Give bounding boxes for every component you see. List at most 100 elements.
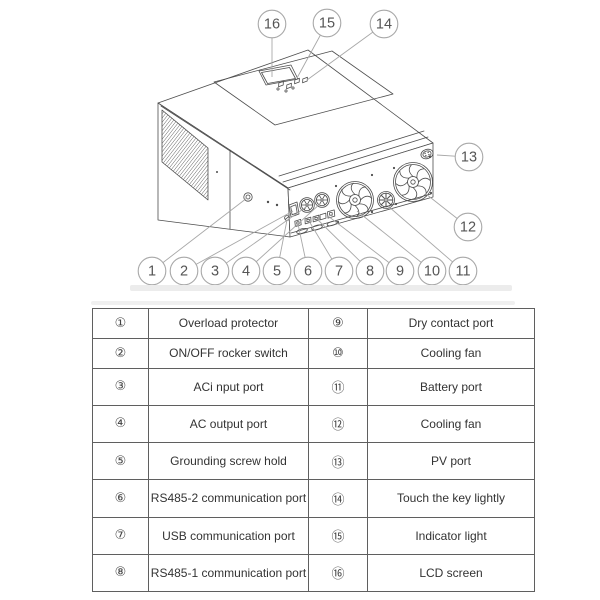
leader-line-2: [195, 210, 294, 265]
comm-ports: [294, 209, 336, 228]
legend-num-right: ⑮: [308, 516, 368, 555]
callout-16: 16: [257, 9, 287, 39]
leader-line-12: [425, 193, 458, 219]
case-screws: [216, 171, 279, 207]
svg-text:13: 13: [461, 150, 477, 166]
svg-text:10: 10: [424, 264, 440, 280]
legend-num-left: ①: [92, 308, 149, 339]
legend-num-right: ⑪: [308, 367, 368, 406]
legend-num-right: ⑫: [308, 404, 368, 444]
callout-10: 10: [417, 256, 447, 286]
callout-1: 1: [137, 256, 167, 286]
svg-text:15: 15: [319, 16, 335, 32]
legend-label-right: Cooling fan: [367, 404, 535, 444]
callout-7: 7: [324, 256, 354, 286]
leader-line-13: [436, 154, 456, 157]
legend-num-right: ⑨: [308, 308, 368, 339]
ac-input-connector: [299, 197, 315, 213]
overload-protector-knob: [243, 192, 253, 202]
leader-line-15: [296, 34, 321, 79]
callout-9: 9: [385, 256, 415, 286]
leader-line-11: [387, 205, 453, 263]
legend-label-left: AC output port: [148, 404, 309, 444]
svg-text:12: 12: [460, 220, 476, 236]
callout-8: 8: [355, 256, 385, 286]
leader-line-10: [356, 210, 422, 263]
callout-3: 3: [200, 256, 230, 286]
battery-connector: [377, 191, 395, 209]
svg-text:5: 5: [273, 264, 281, 280]
svg-text:1: 1: [148, 264, 156, 280]
legend-label-left: RS485-2 communication port: [148, 479, 309, 518]
svg-text:2: 2: [180, 264, 188, 280]
legend-label-right: LCD screen: [367, 553, 535, 593]
legend-num-left: ⑤: [92, 442, 149, 481]
callout-15: 15: [312, 8, 342, 38]
legend-num-left: ②: [92, 337, 149, 369]
leader-line-14: [306, 31, 374, 81]
svg-text:9: 9: [396, 264, 404, 280]
callout-11: 11: [448, 256, 478, 286]
leader-line-5: [279, 219, 288, 258]
leader-line-6: [297, 223, 306, 258]
callout-14: 14: [369, 9, 399, 39]
leader-line-9: [327, 215, 390, 263]
scan-shadow-band-2: [91, 301, 515, 305]
leader-line-4: [255, 202, 322, 263]
fan-left-screws: [334, 173, 374, 224]
leader-line-1: [162, 197, 248, 263]
cooling-fan-right-icon: [393, 162, 433, 202]
legend-label-left: RS485-1 communication port: [148, 553, 309, 593]
callout-5: 5: [262, 256, 292, 286]
leader-line-3: [226, 206, 307, 264]
pv-port-connector: [420, 148, 434, 160]
scan-shadow-band-1: [130, 285, 512, 291]
legend-label-right: Battery port: [367, 367, 535, 406]
legend-num-right: ⑭: [308, 479, 368, 518]
cooling-fan-left-icon: [336, 181, 374, 219]
legend-label-left: ACi nput port: [148, 367, 309, 406]
svg-text:8: 8: [366, 264, 374, 280]
legend-label-right: Indicator light: [367, 516, 535, 555]
cable-loops: [296, 220, 338, 235]
callout-2: 2: [169, 256, 199, 286]
legend-num-left: ⑥: [92, 479, 149, 518]
svg-text:3: 3: [211, 264, 219, 280]
svg-text:11: 11: [455, 264, 470, 280]
legend-label-right: PV port: [367, 442, 535, 481]
legend-num-left: ③: [92, 367, 149, 406]
legend-label-left: Grounding screw hold: [148, 442, 309, 481]
svg-text:6: 6: [304, 264, 312, 280]
legend-num-left: ⑧: [92, 553, 149, 593]
svg-text:4: 4: [242, 264, 250, 280]
legend-label-right: Touch the key lightly: [367, 479, 535, 518]
vent-grille: [161, 109, 209, 201]
legend-num-right: ⑬: [308, 442, 368, 481]
svg-text:16: 16: [264, 17, 280, 33]
callout-4: 4: [231, 256, 261, 286]
leader-line-7: [308, 220, 333, 260]
legend-label-left: Overload protector: [148, 308, 309, 339]
legend-num-right: ⑩: [308, 337, 368, 369]
control-panel-inset: [213, 50, 394, 126]
legend-num-left: ⑦: [92, 516, 149, 555]
ac-output-connector: [314, 192, 330, 208]
legend-label-right: Dry contact port: [367, 308, 535, 339]
legend-label-right: Cooling fan: [367, 337, 535, 369]
legend-num-left: ④: [92, 404, 149, 444]
callout-13: 13: [454, 142, 484, 172]
legend-num-right: ⑯: [308, 553, 368, 593]
leader-line-8: [316, 218, 361, 262]
